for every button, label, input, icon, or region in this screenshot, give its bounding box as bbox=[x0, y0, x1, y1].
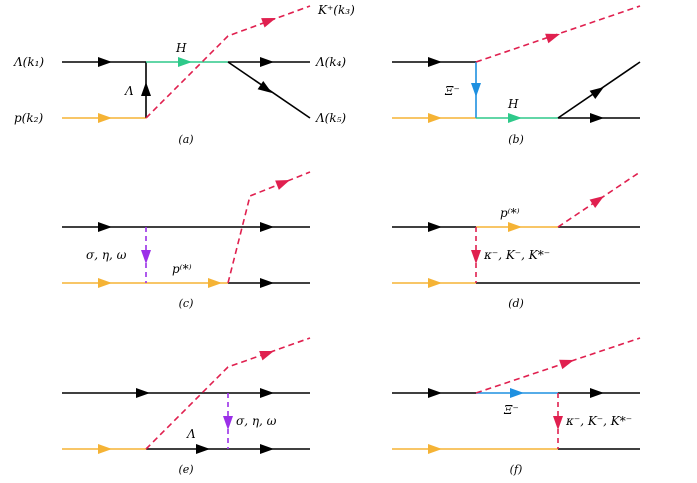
label-mesons: σ, η, ω bbox=[86, 248, 127, 262]
baryon-outgoing-upper-arrow bbox=[590, 388, 604, 398]
baryon-arrow-right bbox=[260, 388, 274, 398]
xi-arrow bbox=[510, 388, 524, 398]
label-proton-k2: p(k₂) bbox=[14, 111, 43, 125]
hyperon-H-arrow bbox=[508, 113, 522, 123]
label-hyperon-H: H bbox=[175, 41, 187, 55]
kaon-outgoing-line bbox=[475, 337, 641, 394]
label-exchange-lambda: Λ bbox=[124, 84, 134, 98]
baryon-incoming-arrow bbox=[428, 388, 442, 398]
proton-arrow bbox=[428, 444, 442, 454]
proton-star-arrow bbox=[508, 222, 522, 232]
lambda-exchange-arrow bbox=[141, 82, 151, 96]
label-xi-minus: Ξ⁻ bbox=[503, 403, 519, 417]
label-mesons: σ, η, ω bbox=[236, 414, 277, 428]
label-proton-star: p⁽*⁾ bbox=[500, 206, 520, 220]
label-hyperon-H: H bbox=[507, 97, 519, 111]
baryon-arrow-right bbox=[260, 222, 274, 232]
kaon-k3-outgoing-line bbox=[145, 5, 311, 119]
lambda-k1-arrow bbox=[98, 57, 112, 67]
lambda-arrow bbox=[196, 444, 210, 454]
kaon-outgoing-arrow bbox=[589, 196, 604, 208]
baryon-incoming-arrow bbox=[428, 222, 442, 232]
kaon-outgoing-arrow bbox=[259, 350, 274, 361]
kaon-outgoing-arrow bbox=[559, 359, 574, 370]
baryon-incoming-arrow bbox=[428, 57, 442, 67]
proton-star-arrow bbox=[208, 278, 222, 288]
xi-exchange-arrow bbox=[471, 83, 481, 97]
panel-d: p⁽*⁾ κ⁻, K⁻, K*⁻ (d) bbox=[392, 171, 641, 310]
kaon-outgoing-arrow bbox=[275, 180, 290, 190]
baryon-outgoing-arrow bbox=[260, 444, 274, 454]
baryon-outgoing-arrow bbox=[260, 278, 274, 288]
meson-exchange-arrow bbox=[223, 416, 233, 430]
label-lambda-k5: Λ(k₅) bbox=[315, 111, 346, 125]
kaon-k3-arrow bbox=[261, 18, 276, 28]
panel-c: σ, η, ω p⁽*⁾ (c) bbox=[62, 171, 311, 310]
caption-a: (a) bbox=[178, 133, 193, 146]
label-xi-minus: Ξ⁻ bbox=[444, 84, 460, 98]
proton-arrow bbox=[98, 278, 112, 288]
label-mesons: κ⁻, K⁻, K*⁻ bbox=[565, 414, 632, 428]
baryon-arrow-left bbox=[98, 222, 112, 232]
caption-d: (d) bbox=[508, 297, 524, 310]
label-lambda: Λ bbox=[186, 427, 196, 441]
proton-incoming-arrow bbox=[428, 278, 442, 288]
baryon-outgoing-arrow bbox=[590, 113, 604, 123]
kaon-outgoing-arrow bbox=[545, 33, 560, 44]
baryon-upper-outgoing-arrow bbox=[589, 87, 604, 100]
label-lambda-k1: Λ(k₁) bbox=[13, 55, 44, 69]
label-lambda-k4: Λ(k₄) bbox=[315, 55, 346, 69]
label-proton-star: p⁽*⁾ bbox=[172, 262, 192, 276]
label-mesons: κ⁻, K⁻, K*⁻ bbox=[483, 248, 550, 262]
kaon-exchange-arrow bbox=[553, 416, 563, 430]
proton-incoming-arrow bbox=[98, 444, 112, 454]
kaon-outgoing-line bbox=[145, 337, 311, 450]
kaon-outgoing-line bbox=[475, 5, 641, 63]
caption-c: (c) bbox=[179, 297, 194, 310]
kaon-outgoing-line bbox=[557, 171, 641, 228]
kaon-exchange-arrow bbox=[471, 250, 481, 264]
panel-f: Ξ⁻ κ⁻, K⁻, K*⁻ (f) bbox=[392, 337, 641, 476]
label-kaon-k3: K⁺(k₃) bbox=[317, 3, 355, 17]
baryon-arrow-left bbox=[136, 388, 150, 398]
lambda-k4-arrow bbox=[260, 57, 274, 67]
proton-incoming-arrow bbox=[428, 113, 442, 123]
panel-a: Λ(k₁) p(k₂) Λ H K⁺(k₃) Λ(k₄) Λ(k₅) (a) bbox=[13, 3, 355, 146]
hyperon-H-arrow bbox=[178, 57, 192, 67]
panel-b: Ξ⁻ H (b) bbox=[392, 5, 641, 146]
lambda-k5-arrow bbox=[257, 80, 272, 93]
caption-e: (e) bbox=[178, 463, 193, 476]
panel-e: σ, η, ω Λ (e) bbox=[62, 337, 311, 476]
meson-exchange-arrow bbox=[141, 250, 151, 264]
proton-k2-arrow bbox=[98, 113, 112, 123]
caption-f: (f) bbox=[510, 463, 523, 476]
caption-b: (b) bbox=[508, 133, 524, 146]
